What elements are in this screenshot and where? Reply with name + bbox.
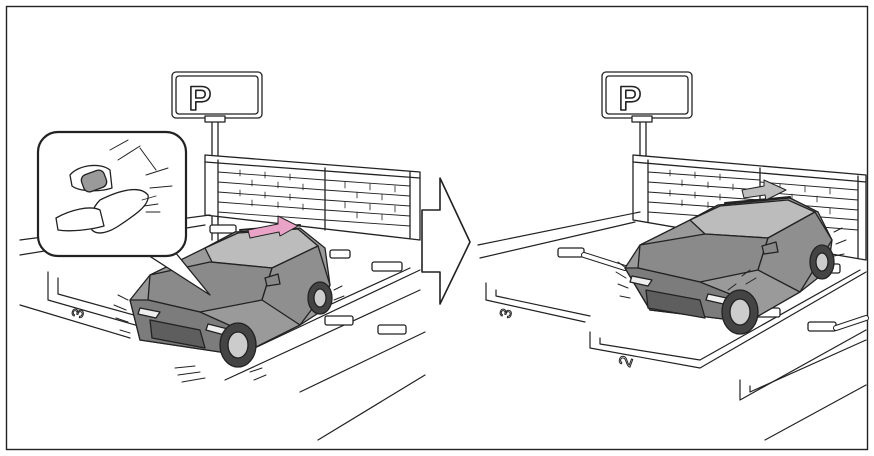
gray-motion-arrow <box>741 179 787 201</box>
brick-wall-left <box>204 154 421 241</box>
left-scene: P <box>19 71 426 441</box>
parking-sign-letter-left: P <box>189 80 212 118</box>
transition-arrow <box>421 177 471 305</box>
motion-lines-right <box>615 227 847 299</box>
motion-lines-left <box>113 285 345 383</box>
right-scene: P <box>477 71 869 441</box>
parking-lines-right <box>477 211 867 441</box>
pink-motion-arrow <box>247 215 299 239</box>
pedal-inset-callout <box>36 130 211 296</box>
parking-sign-letter-right: P <box>619 80 642 118</box>
car-right <box>624 196 835 335</box>
wheel-stops-left <box>209 224 407 335</box>
parking-sign-right: P <box>601 71 693 211</box>
space-number-left-near: 3 <box>69 307 88 320</box>
parking-sign-left: P <box>171 71 263 241</box>
wheel-stops-right <box>557 247 869 332</box>
